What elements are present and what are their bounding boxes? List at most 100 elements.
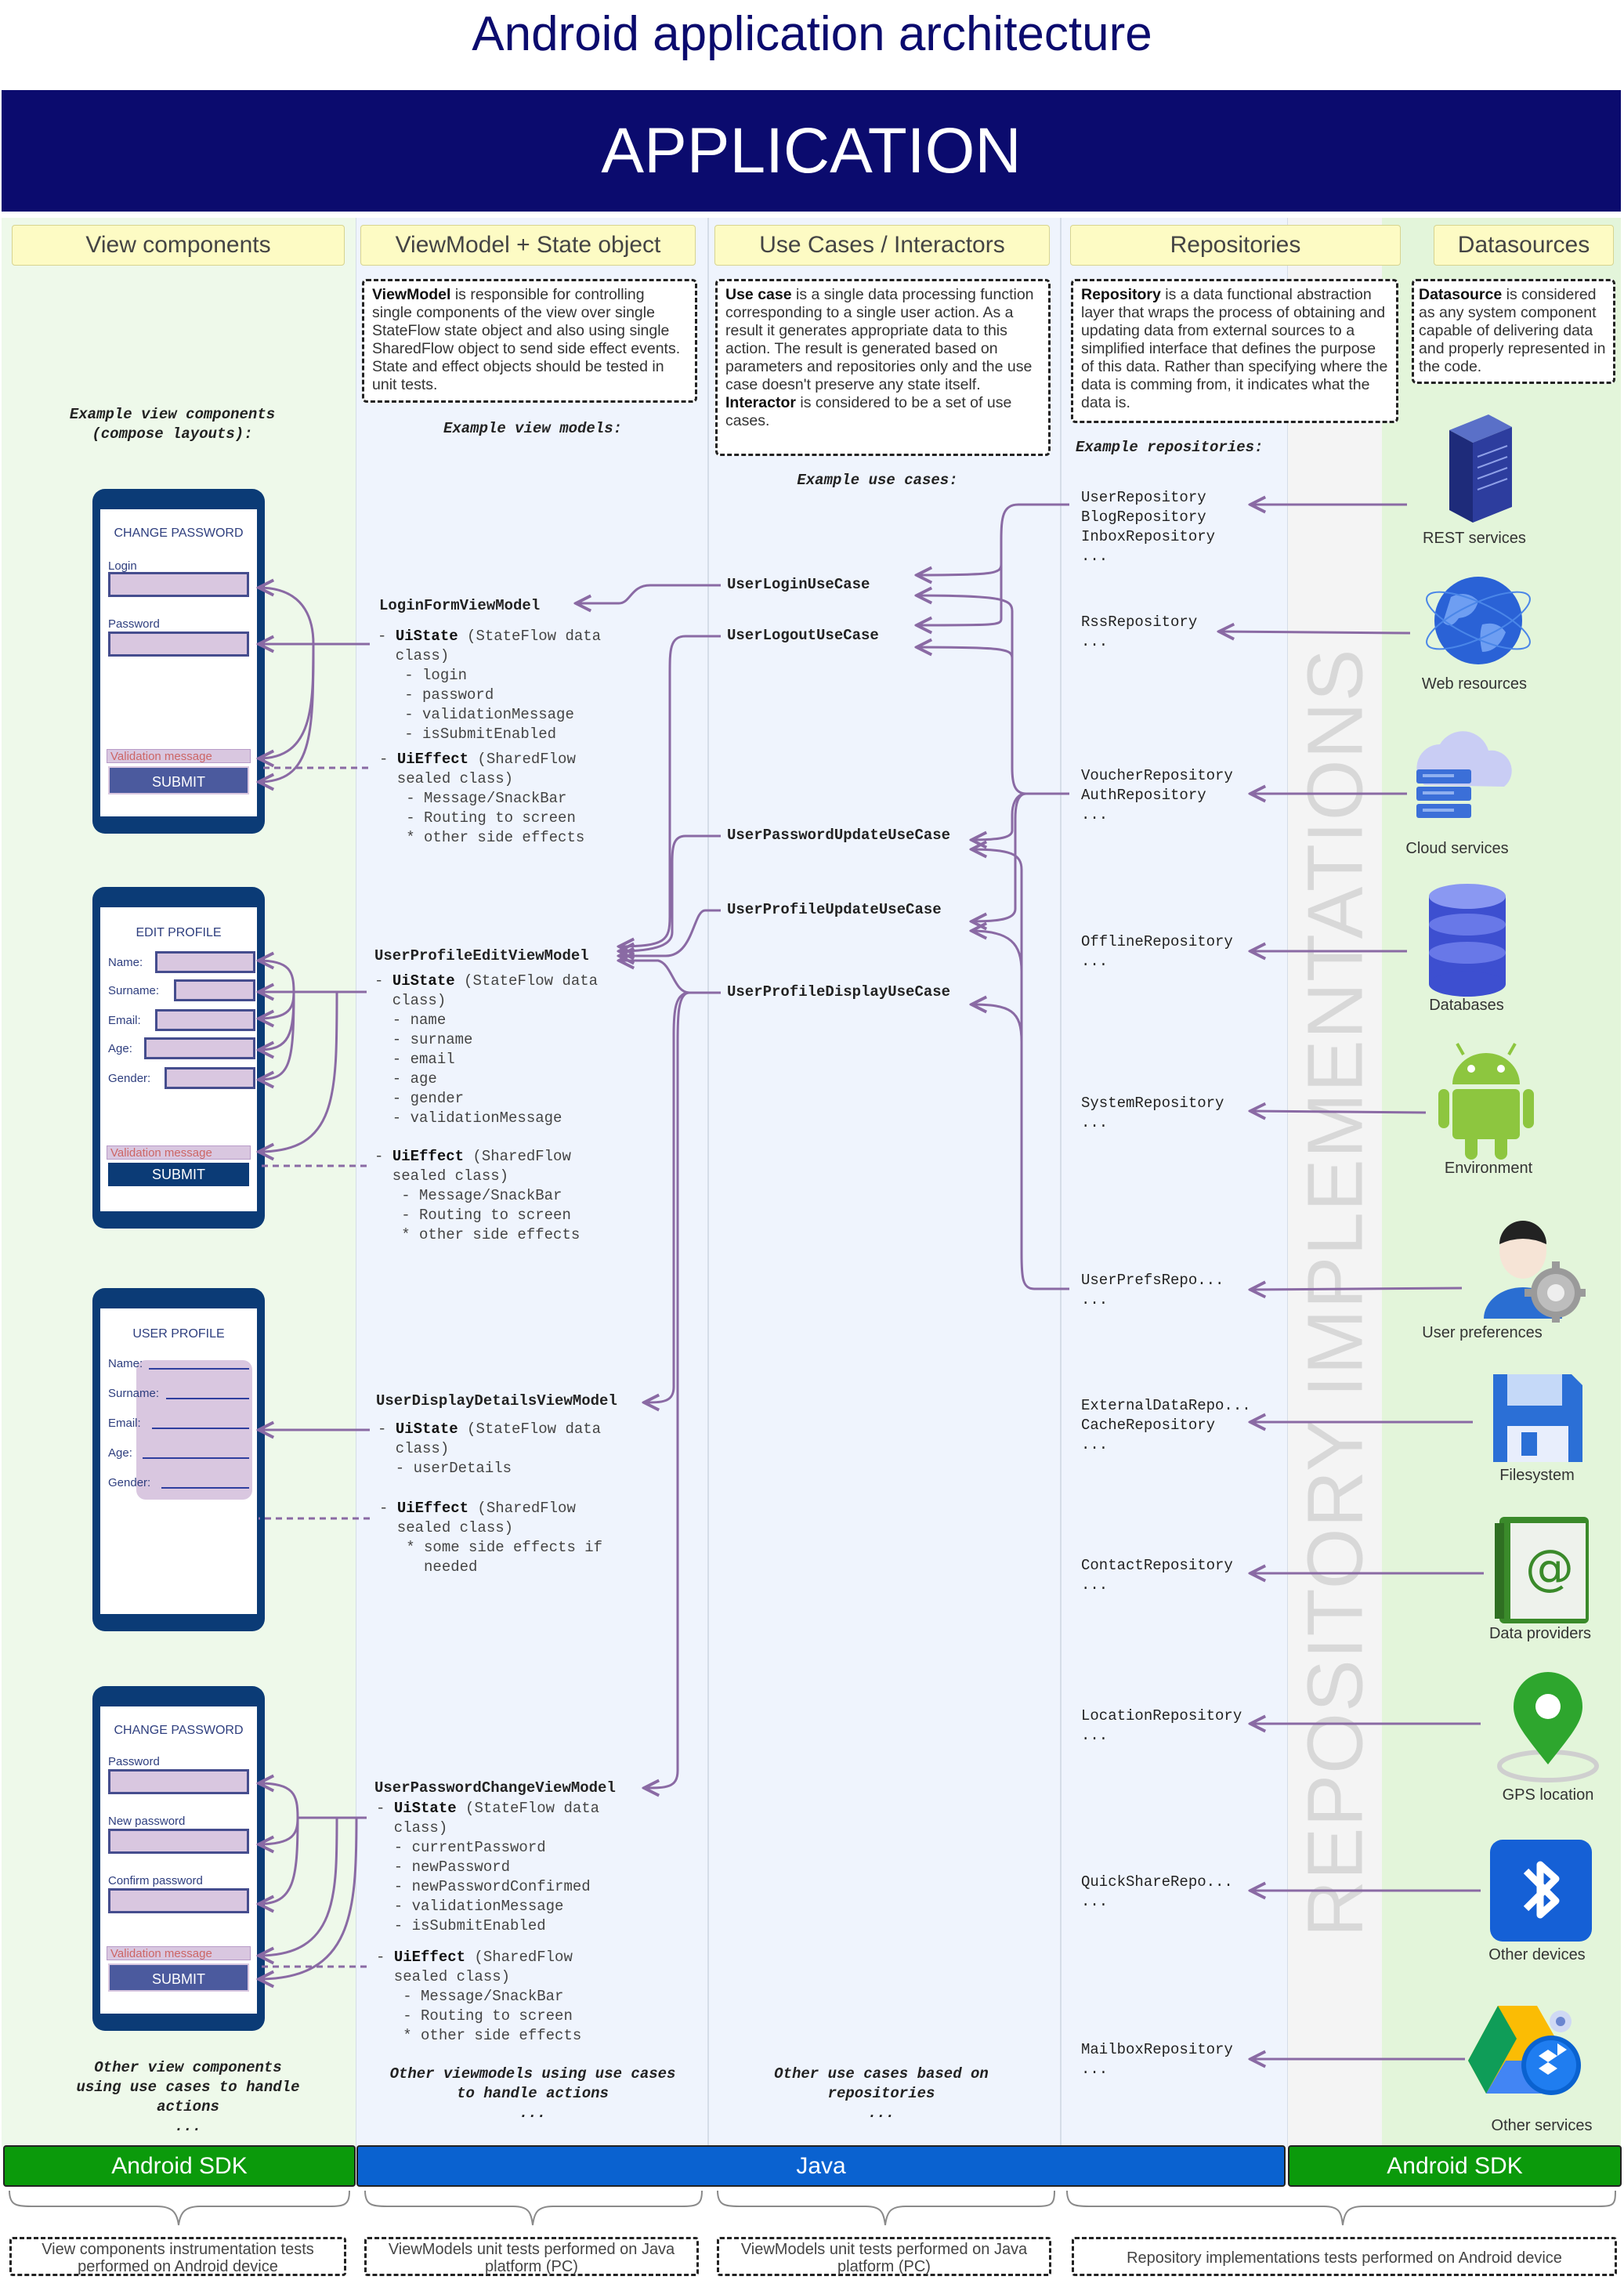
name-input[interactable] [155,951,255,973]
repository-contact: ContactRepository ... [1081,1557,1233,1594]
android-sdk-bar-left: Android SDK [3,2145,356,2187]
new-password-label: New password [108,1815,186,1828]
phone-user-profile: USER PROFILE Name: Surname: Email: Age: … [92,1288,265,1631]
viewmodel-profile-edit-state: - UiState (StateFlow data class) - name … [374,972,599,1127]
usecase-profile-update: UserProfileUpdateUseCase [727,901,942,918]
gender-value-line [161,1487,249,1489]
datasource-databases: Databases [1429,997,1504,1014]
repository-description: Repository is a data functional abstract… [1071,279,1398,423]
submit-button[interactable]: SUBMIT [108,1963,249,1992]
viewmodel-profile-edit-effect: - UiEffect (SharedFlow sealed class) - M… [374,1148,581,1243]
login-input[interactable] [108,572,249,597]
java-bar: Java [356,2145,1286,2187]
phone-title: EDIT PROFILE [136,926,222,939]
password-label: Password [108,617,160,631]
views-test-note: View components instrumentation tests pe… [9,2237,346,2276]
views-other-caption: Other view components using use cases to… [76,2059,300,2135]
name-label: Name: [108,1357,143,1370]
datasource-cloud-services: Cloud services [1405,840,1509,857]
viewmodel-description: ViewModel is responsible for controlling… [362,279,697,403]
datasource-filesystem: Filesystem [1499,1467,1575,1484]
age-input[interactable] [144,1037,255,1059]
validation-message: Validation message [107,1946,251,1960]
password-label: Password [108,1755,160,1768]
lane-repository-implementations [1288,218,1382,2147]
validation-message: Validation message [107,749,251,763]
datasource-environment: Environment [1444,1160,1533,1177]
profile-details-panel [136,1360,252,1500]
viewmodels-test-note: ViewModels unit tests performed on Java … [364,2237,699,2276]
viewmodel-password-change-effect: - UiEffect (SharedFlow sealed class) - M… [376,1949,582,2044]
usecase-user-login: UserLoginUseCase [727,576,870,593]
repositories-caption: Example repositories: [1076,439,1264,456]
datasource-other-services: Other services [1491,2117,1593,2134]
usecases-test-note: ViewModels unit tests performed on Java … [717,2237,1051,2276]
cloud-services-icon [1416,731,1512,818]
email-label: Email: [108,1417,141,1430]
usecase-profile-display: UserProfileDisplayUseCase [727,983,951,1001]
phone-title: CHANGE PASSWORD [114,527,244,540]
age-label: Age: [108,1042,132,1055]
column-header-usecases: Use Cases / Interactors [714,225,1050,266]
lane-repositories [1061,218,1288,2147]
repository-mailbox: MailboxRepository ... [1081,2041,1233,2078]
submit-button[interactable]: SUBMIT [108,766,249,794]
datasource-gps-location: GPS location [1502,1786,1594,1804]
repository-rss: RssRepository ... [1081,613,1198,650]
gender-input[interactable] [165,1067,255,1089]
repositories-test-note: Repository implementations tests perform… [1072,2237,1617,2276]
confirm-password-label: Confirm password [108,1874,203,1887]
name-value-line [149,1368,249,1370]
page-title: Android application architecture [472,7,1152,61]
repository-group-user-blog-inbox: UserRepository BlogRepository InboxRepos… [1081,489,1216,565]
validation-message: Validation message [107,1145,251,1160]
repository-group-voucher-auth: VoucherRepository AuthRepository ... [1081,767,1233,823]
svg-text:@: @ [1525,1539,1574,1596]
contacts-book-icon: @ [1495,1517,1589,1623]
password-input[interactable] [108,1769,249,1794]
phone-edit-profile: EDIT PROFILE Name: Surname: Email: Age: … [92,887,265,1229]
bluetooth-icon [1490,1840,1592,1942]
views-caption: Example view components (compose layouts… [69,406,276,443]
user-preferences-icon [1484,1221,1586,1323]
datasource-web-resources: Web resources [1421,675,1528,693]
email-label: Email: [108,1014,141,1027]
grouping-braces [9,2190,1616,2226]
viewmodel-login-state: - UiState (StateFlow data class) - login… [378,628,602,743]
repository-quickshare: QuickShareRepo... ... [1081,1873,1233,1910]
surname-label: Surname: [108,984,160,997]
surname-input[interactable] [174,979,255,1001]
password-input[interactable] [108,632,249,657]
gps-location-icon [1497,1672,1599,1782]
cloud-storage-services-icon [1468,2006,1581,2095]
age-label: Age: [108,1446,132,1460]
column-header-view-components: View components [12,225,345,266]
surname-value-line [166,1398,249,1399]
viewmodel-password-change-state: - UiState (StateFlow data class) - curre… [376,1800,600,1934]
age-value-line [143,1457,249,1459]
email-value-line [152,1428,249,1429]
datasource-data-providers: Data providers [1488,1625,1592,1642]
usecase-password-update: UserPasswordUpdateUseCase [727,827,951,844]
gender-label: Gender: [108,1072,151,1085]
viewmodel-password-change: UserPasswordChangeViewModel [374,1779,616,1797]
viewmodel-display-details: UserDisplayDetailsViewModel [376,1392,617,1410]
phone-title: USER PROFILE [132,1327,225,1341]
column-header-repositories: Repositories [1070,225,1401,266]
phone-login-form: CHANGE PASSWORD Login Password Validatio… [92,489,265,834]
name-label: Name: [108,956,143,969]
email-input[interactable] [155,1009,255,1031]
application-band: APPLICATION [2,90,1621,212]
datasource-other-devices: Other devices [1488,1946,1586,1963]
viewmodel-login-effect: - UiEffect (SharedFlow sealed class) - M… [379,751,585,846]
submit-button[interactable]: SUBMIT [108,1163,249,1186]
surname-label: Surname: [108,1387,160,1400]
datasource-user-preferences: User preferences [1422,1324,1543,1341]
viewmodels-other-caption: Other viewmodels using use cases to hand… [389,2065,676,2122]
server-icon [1449,414,1512,523]
viewmodel-profile-edit: UserProfileEditViewModel [374,947,589,964]
confirm-password-input[interactable] [108,1888,249,1913]
lane-datasources [1382,218,1621,2147]
new-password-input[interactable] [108,1829,249,1854]
